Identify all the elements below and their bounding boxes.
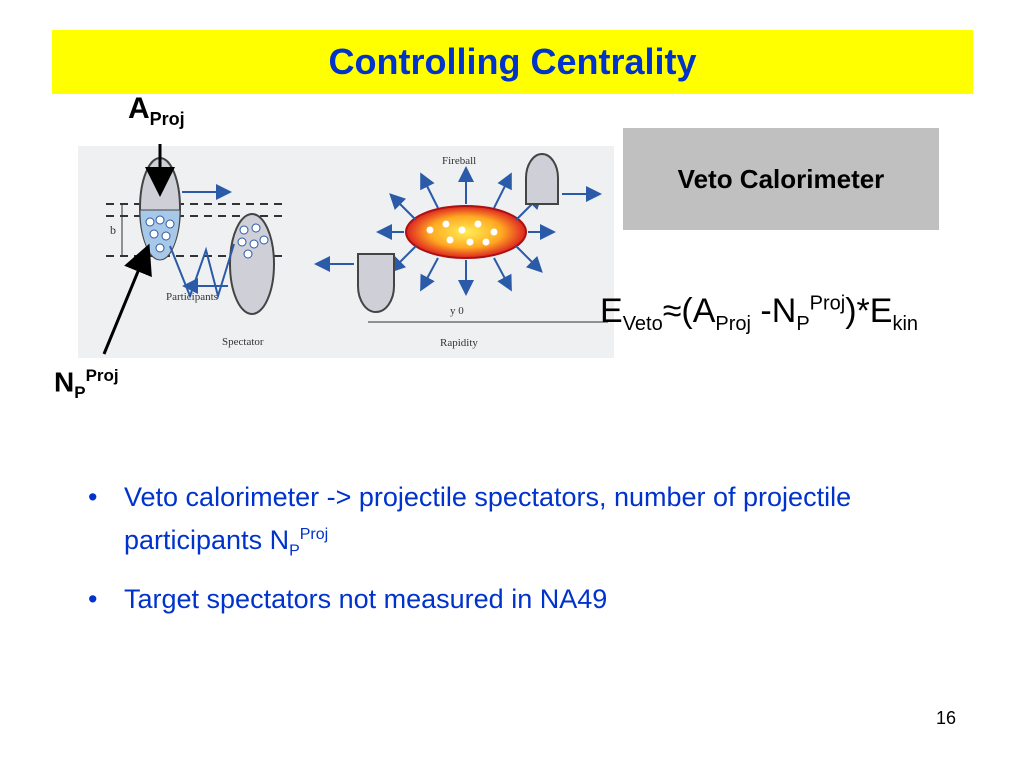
formula-e: E — [600, 292, 623, 330]
formula-p-sub: P — [796, 312, 810, 335]
target-spectator-fragment — [357, 253, 395, 313]
participant-path — [169, 243, 235, 300]
participants-label: Participants — [166, 291, 218, 303]
np-proj-label: NPProj — [54, 366, 119, 403]
spectator-label: Spectator — [222, 336, 264, 348]
formula-minus-n: -N — [750, 292, 797, 330]
projectile-spectator-fragment — [525, 153, 559, 205]
formula-approx-a: ≈(A — [662, 292, 716, 330]
veto-calorimeter-box: Veto Calorimeter — [623, 128, 939, 230]
veto-energy-formula: EVeto≈(AProj -NPProj)*Ekin — [600, 292, 918, 336]
bullet-list: • Veto calorimeter -> projectile spectat… — [88, 478, 948, 628]
emission-arrows — [376, 166, 556, 296]
bullet-text-main: Veto calorimeter -> projectile spectator… — [124, 482, 852, 555]
formula-veto-sub: Veto — [622, 312, 663, 335]
fireball-label: Fireball — [442, 155, 476, 167]
a-proj-sub: Proj — [149, 109, 185, 129]
b-label: b — [110, 223, 116, 237]
collision-diagram: b Participants Spectator Fireball — [78, 146, 614, 358]
a-proj-label: AProj — [128, 92, 185, 130]
collision-diagram-svg: b Participants Spectator Fireball — [106, 153, 608, 349]
bullet-mark: • — [88, 482, 98, 512]
bullet-text-sup: Proj — [299, 526, 329, 543]
bullet-item: • Veto calorimeter -> projectile spectat… — [88, 478, 948, 570]
formula-proj-sub: Proj — [715, 312, 751, 335]
y0-label: y 0 — [450, 305, 464, 317]
formula-close-mult: )*E — [845, 292, 893, 330]
title-bar: Controlling Centrality — [52, 30, 973, 94]
bullet-text: Target spectators not measured in NA49 — [124, 584, 608, 615]
bullet-mark: • — [88, 584, 98, 615]
bullet-text-sub: P — [289, 542, 300, 560]
fireball — [405, 205, 527, 259]
np-sub: P — [74, 382, 86, 402]
bullet-text: Veto calorimeter -> projectile spectator… — [124, 478, 948, 570]
bullet-item: • Target spectators not measured in NA49 — [88, 580, 948, 618]
formula-kin-sub: kin — [892, 312, 919, 335]
rapidity-label: Rapidity — [440, 337, 478, 349]
veto-calorimeter-label: Veto Calorimeter — [677, 163, 885, 194]
a-proj-main: A — [128, 92, 150, 125]
np-main: N — [54, 366, 75, 398]
page-number: 16 — [936, 708, 957, 728]
np-sup: Proj — [85, 366, 119, 385]
slide-title: Controlling Centrality — [328, 41, 697, 82]
formula-proj-sup: Proj — [809, 292, 846, 315]
